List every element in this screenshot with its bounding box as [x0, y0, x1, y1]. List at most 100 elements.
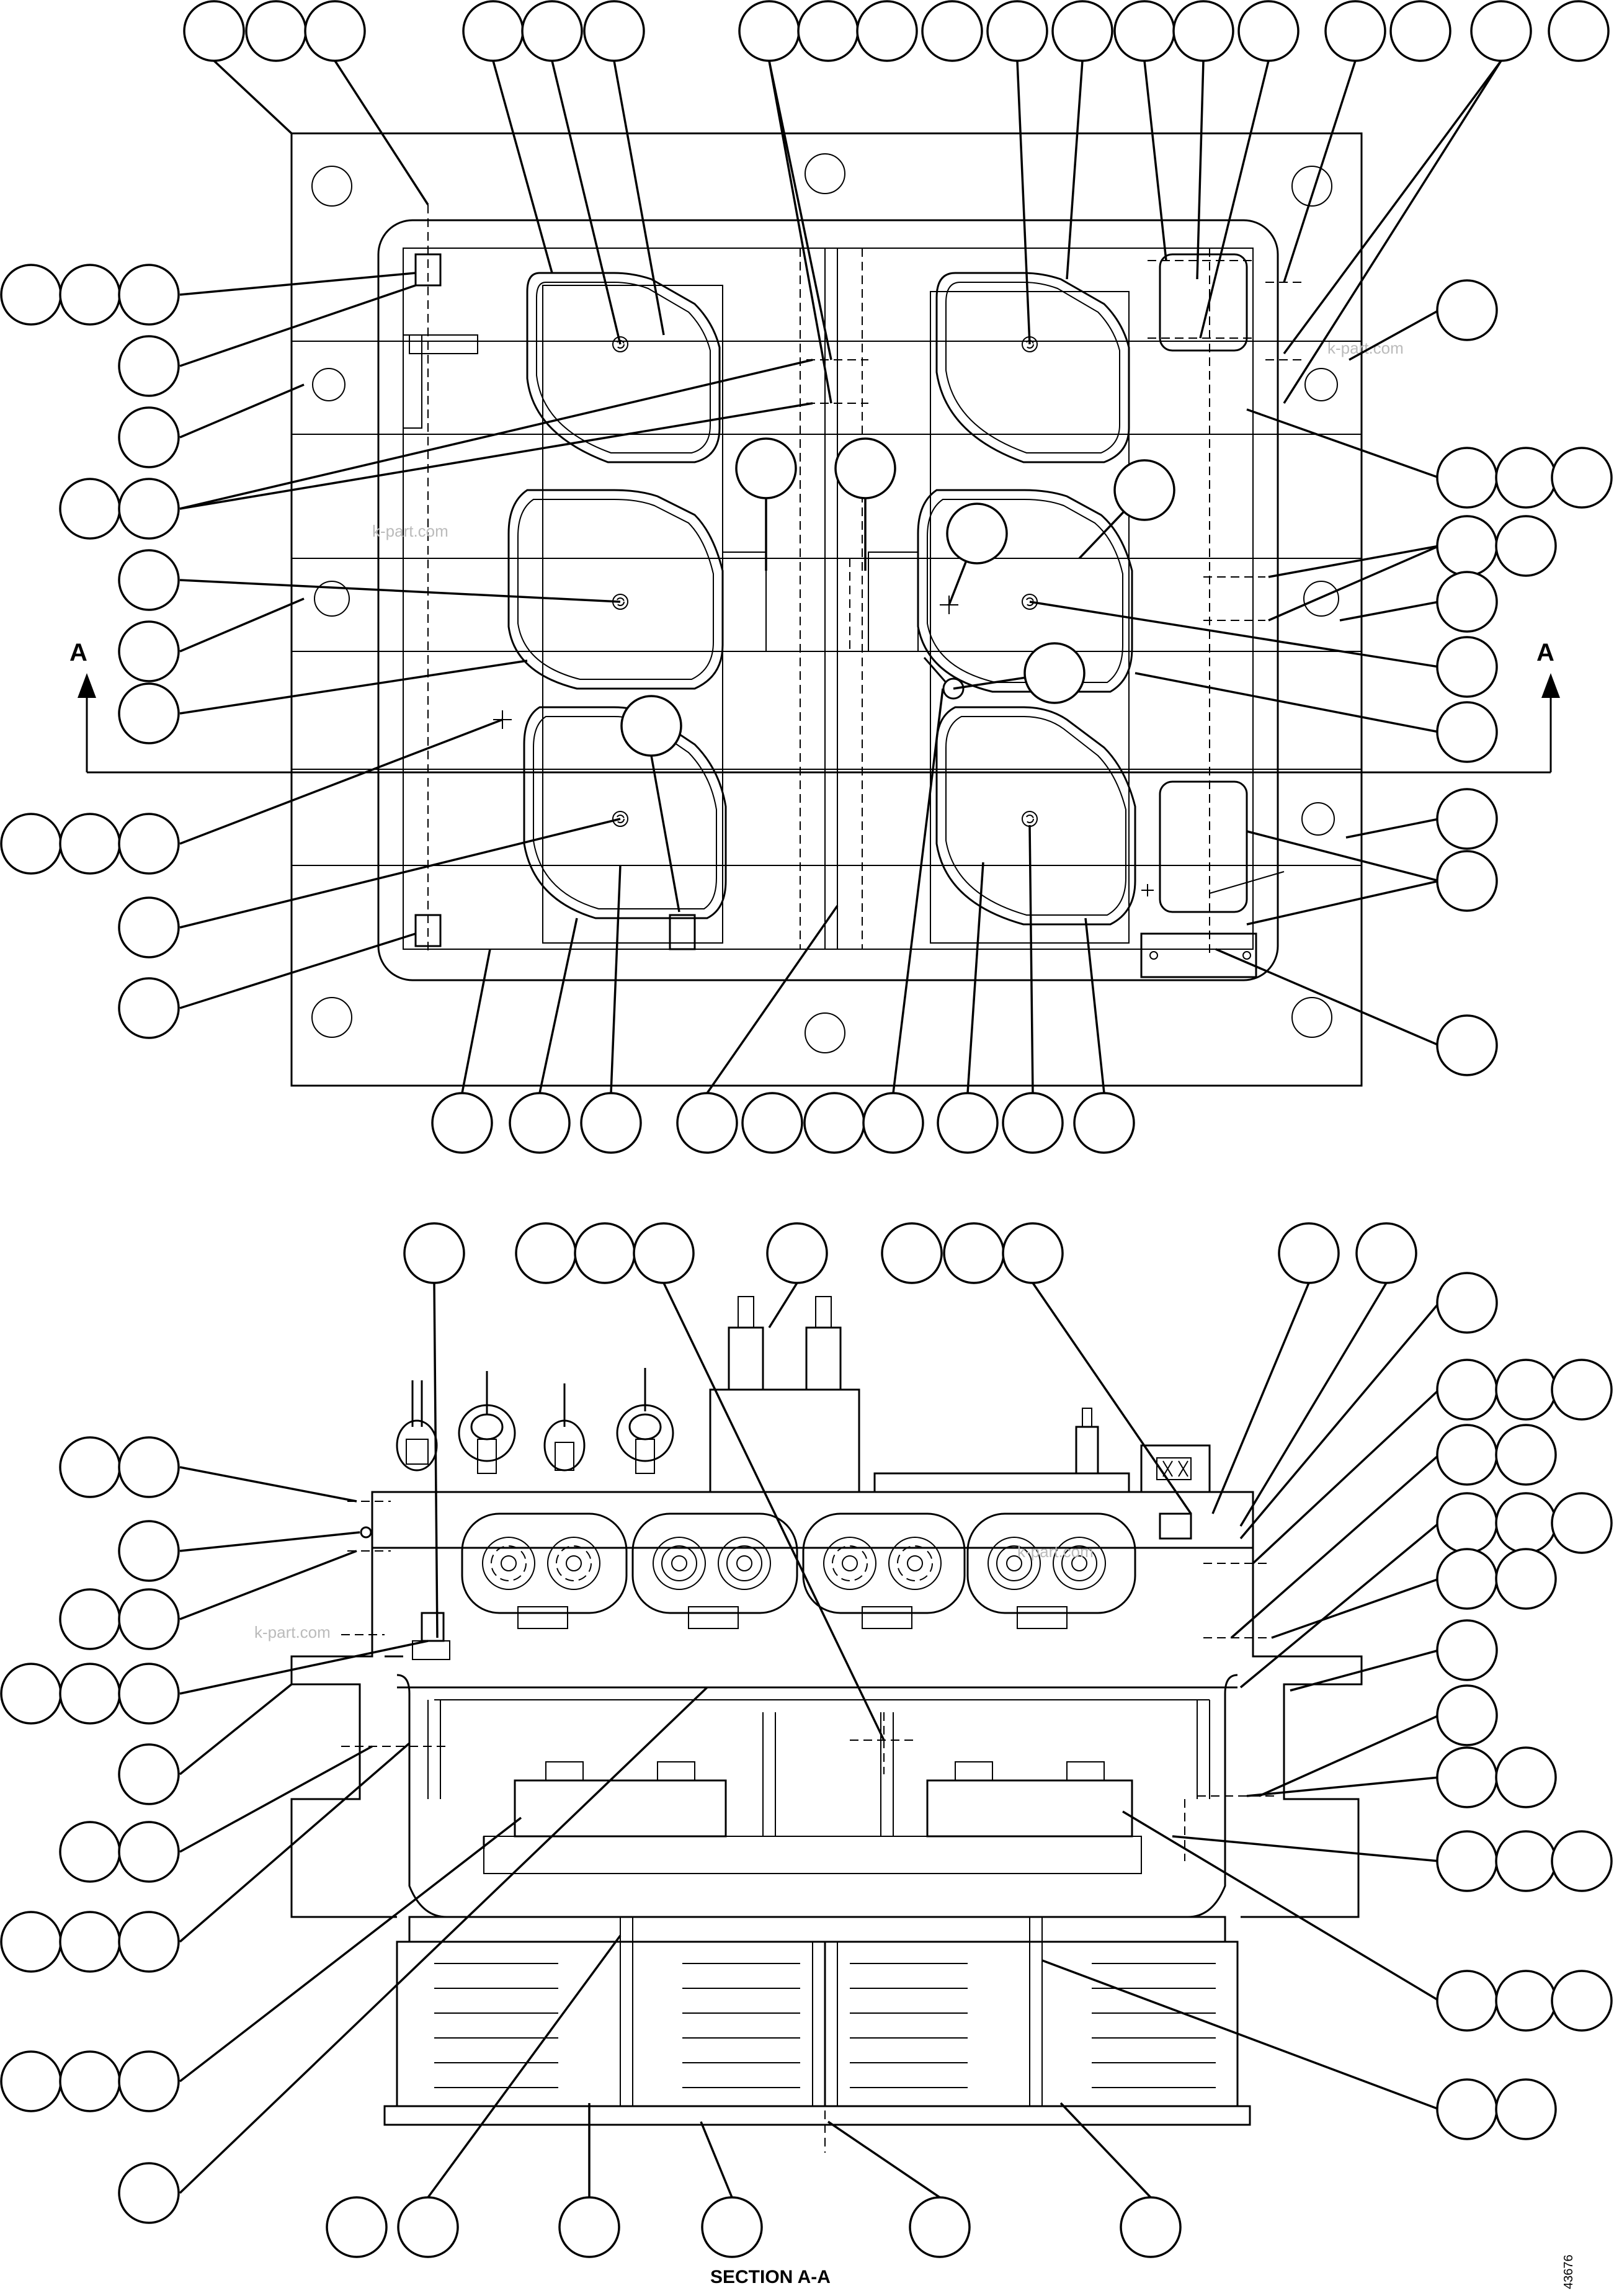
- leader-line: [768, 60, 832, 404]
- callout-balloon: [118, 1821, 180, 1883]
- callout-balloon: [1172, 0, 1234, 62]
- callout-balloon: [943, 1222, 1005, 1284]
- callout-balloon: [0, 264, 62, 326]
- leader-line: [966, 862, 984, 1094]
- leader-line: [1239, 1522, 1440, 1689]
- leader-line: [892, 688, 944, 1094]
- leader-line: [179, 1816, 522, 2083]
- leader-line: [1345, 818, 1440, 839]
- mounting-holes: [311, 153, 1339, 1053]
- callout-balloon: [1436, 1014, 1498, 1076]
- leader-line: [1016, 60, 1031, 345]
- relay-block: [709, 1388, 860, 1493]
- leader-line: [1252, 1388, 1440, 1565]
- callout-balloon: [326, 2196, 388, 2258]
- callout-balloon: [1355, 1222, 1417, 1284]
- callout-balloon: [735, 437, 797, 499]
- callout-balloon: [118, 2162, 180, 2224]
- callout-balloon: [397, 2196, 459, 2258]
- leader-line: [1199, 60, 1270, 339]
- leader-line: [1032, 1282, 1192, 1514]
- circuit-board: [873, 1472, 1130, 1493]
- leader-line: [461, 949, 491, 1094]
- callout-balloon: [59, 264, 121, 326]
- watermark: k-part.com: [254, 1623, 331, 1642]
- callout-balloon: [946, 503, 1008, 565]
- leader-line: [1196, 60, 1205, 280]
- callout-balloon: [59, 1436, 121, 1498]
- top-view: A A k-part.com k-part.com: [69, 132, 1560, 1087]
- callout-balloon: [118, 1663, 180, 1725]
- mounting-plate: [290, 132, 1363, 1087]
- callout-balloon: [521, 0, 583, 62]
- callout-balloon: [909, 2196, 971, 2258]
- leader-line: [768, 60, 832, 360]
- leader-line: [179, 1550, 357, 1620]
- leader-line: [551, 60, 622, 345]
- leader-line: [1029, 601, 1440, 668]
- callout-balloon: [59, 1821, 121, 1883]
- electronic-modules: [483, 1712, 1142, 1874]
- callout-balloon: [1436, 1746, 1498, 1808]
- callout-balloon: [1073, 1092, 1135, 1154]
- callout-balloon: [59, 478, 121, 540]
- leader-line: [1246, 830, 1440, 882]
- leader-line: [700, 2121, 733, 2198]
- leader-line: [1283, 60, 1502, 355]
- leader-line: [179, 272, 416, 296]
- leader-line: [179, 579, 621, 603]
- leader-line: [179, 284, 416, 367]
- leader-line: [433, 1282, 439, 1638]
- callout-balloon: [574, 1222, 636, 1284]
- callout-balloon: [118, 549, 180, 611]
- callout-balloon: [633, 1222, 695, 1284]
- leader-line: [1230, 1454, 1440, 1639]
- callout-balloon: [1436, 447, 1498, 509]
- leader-line: [179, 359, 813, 510]
- callout-balloon: [1436, 1619, 1498, 1681]
- leader-line: [213, 60, 293, 135]
- callout-balloon: [986, 0, 1048, 62]
- callout-balloon: [1495, 1970, 1557, 2032]
- callout-balloon: [862, 1092, 924, 1154]
- coil-chambers: [461, 1512, 1136, 1629]
- callout-balloon: [59, 813, 121, 875]
- callout-balloon: [59, 2050, 121, 2112]
- leader-lines: [179, 60, 1502, 2199]
- callout-balloon: [1548, 0, 1610, 62]
- callout-balloon: [118, 896, 180, 958]
- callout-balloon: [118, 1588, 180, 1650]
- leader-line: [706, 905, 839, 1094]
- callout-balloon: [1436, 1684, 1498, 1746]
- leader-line: [1339, 601, 1440, 622]
- section-label: SECTION A-A: [710, 2267, 831, 2287]
- callout-balloon: [1113, 459, 1175, 521]
- callout-balloon: [1436, 1548, 1498, 1610]
- callout-balloon: [738, 0, 800, 62]
- callout-balloon: [580, 1092, 642, 1154]
- callout-balloon: [118, 1743, 180, 1805]
- leader-line: [427, 1934, 622, 2199]
- callout-balloon: [59, 1588, 121, 1650]
- leader-line: [1283, 60, 1357, 283]
- leader-line: [179, 1745, 373, 1853]
- leader-line: [179, 1742, 411, 1943]
- leader-line: [179, 659, 528, 715]
- leader-line: [179, 1686, 708, 2194]
- callout-balloon: [1237, 0, 1300, 62]
- callout-balloon: [1436, 279, 1498, 341]
- callout-balloon: [741, 1092, 803, 1154]
- callout-balloon: [881, 1222, 943, 1284]
- callout-balloon: [1436, 571, 1498, 633]
- callout-balloon: [118, 406, 180, 468]
- watermark: k-part.com: [1327, 339, 1404, 357]
- leader-line: [538, 918, 578, 1094]
- callout-balloon: [1495, 1830, 1557, 1892]
- callout-balloon: [1436, 1272, 1498, 1334]
- left-cavity-column: [507, 272, 727, 944]
- callout-balloon: [1436, 788, 1498, 850]
- callout-balloon: [1436, 2078, 1498, 2140]
- leader-line: [1259, 1714, 1440, 1797]
- leader-line: [1143, 60, 1167, 261]
